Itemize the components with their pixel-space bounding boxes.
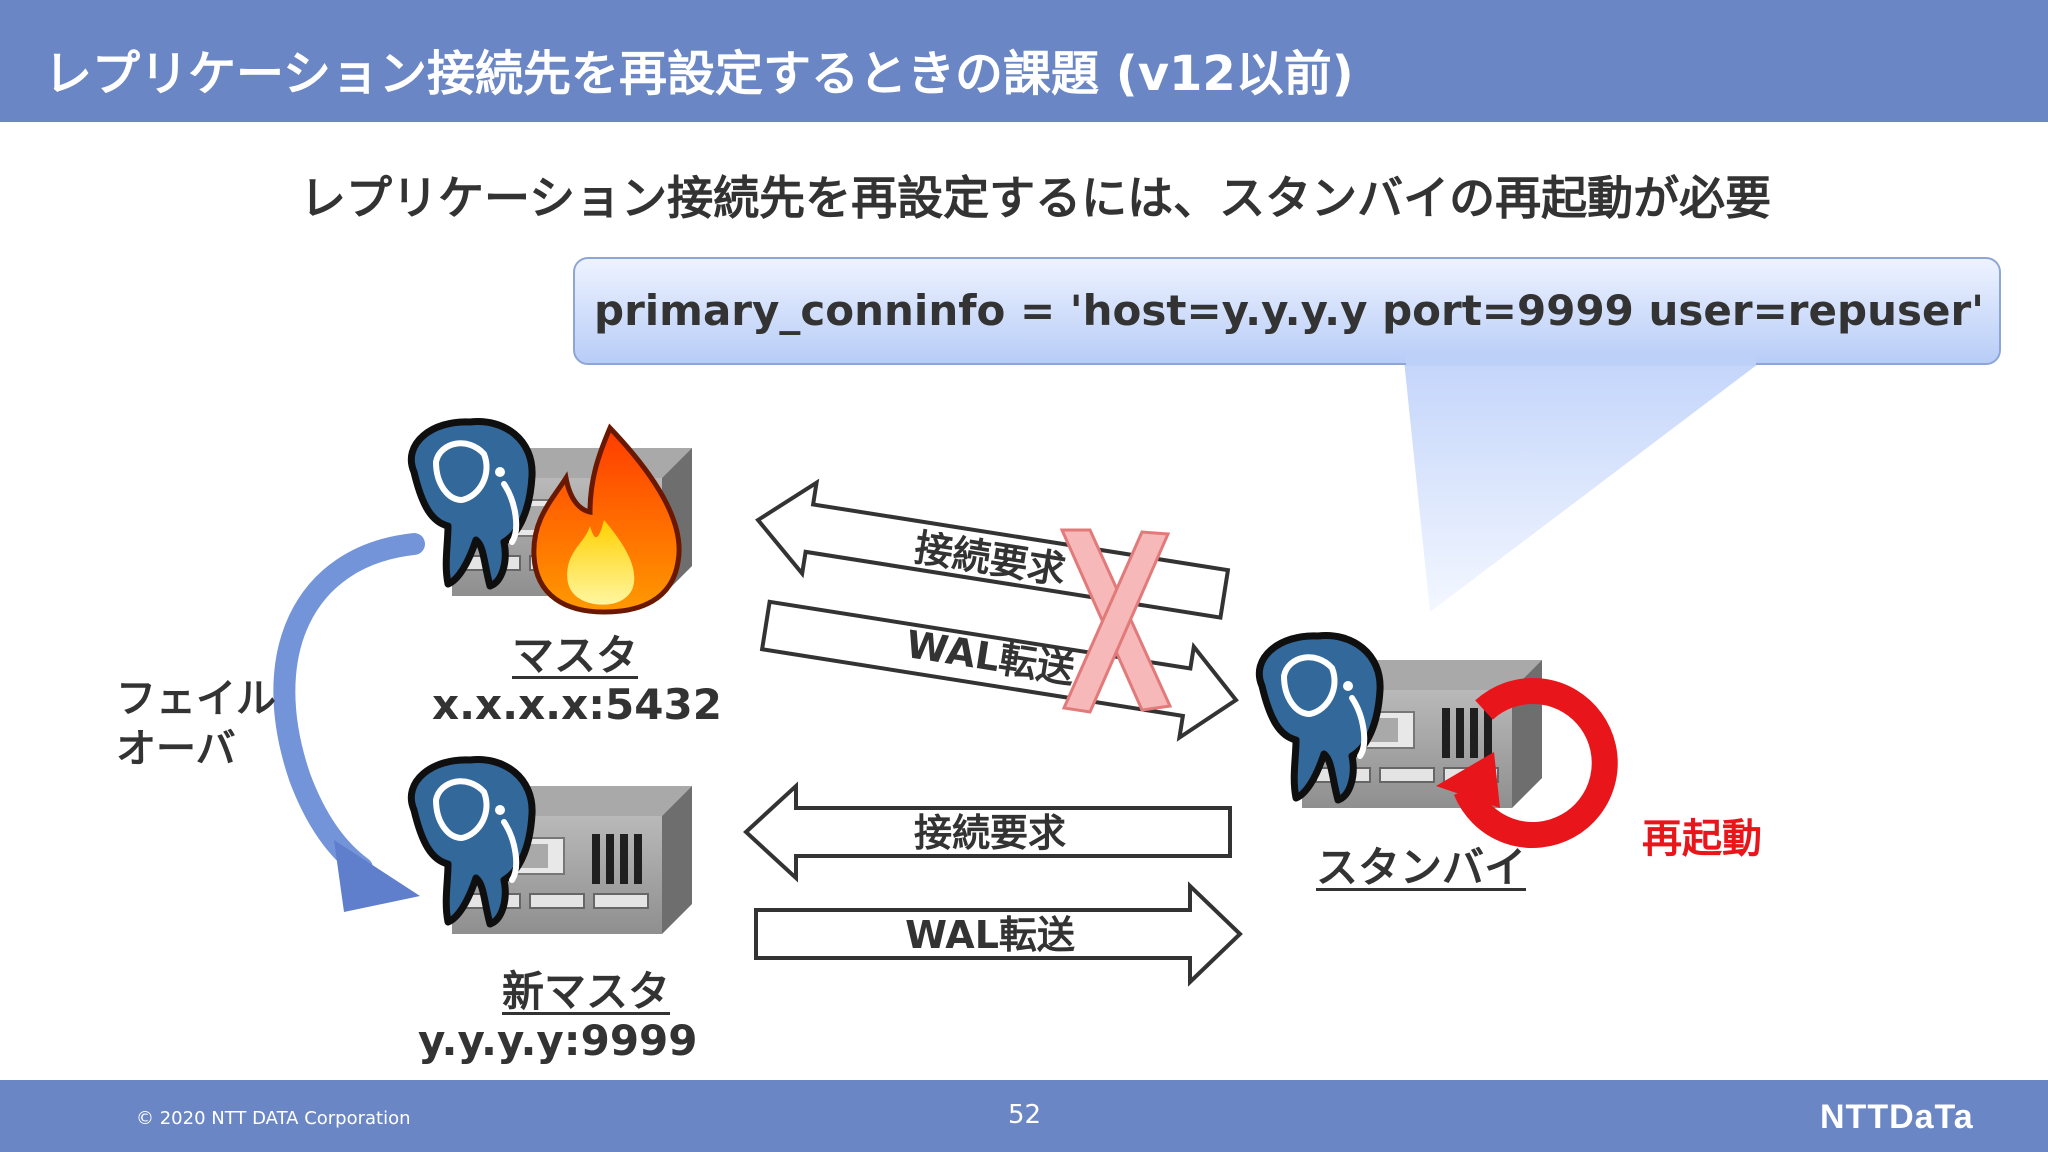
bottom-wal-label: WAL転送	[905, 913, 1075, 957]
bottom-request-arrow	[743, 781, 1232, 883]
failover-arrow	[273, 533, 425, 912]
slide-subtitle: レプリケーション接続先を再設定するには、スタンバイの再起動が必要	[300, 171, 1772, 225]
restart-arrow-icon	[1436, 678, 1618, 848]
bottom-wal-arrow	[754, 881, 1243, 987]
footer-bar	[0, 1080, 2048, 1152]
cross-mark-icon	[1059, 528, 1173, 714]
master-address: x.x.x.x:5432	[432, 680, 722, 729]
callout-bubble	[573, 257, 2001, 612]
standby-label: スタンバイ	[1316, 843, 1527, 892]
bottom-request-label: 接続要求	[914, 811, 1066, 855]
failover-label-line2: オーバ	[116, 726, 236, 772]
restart-label: 再起動	[1642, 816, 1762, 862]
failover-label-line1: フェイル	[116, 676, 276, 722]
footer-copyright: © 2020 NTT DATA Corporation	[136, 1108, 411, 1129]
ntt-data-logo: NTTDaTa	[1820, 1098, 1974, 1136]
page-number: 52	[1008, 1100, 1042, 1130]
top-wal-arrow	[759, 599, 1239, 742]
callout-conninfo: primary_conninfo = 'host=y.y.y.y port=99…	[594, 286, 1985, 335]
header-bar	[0, 0, 2048, 122]
new-master-label: 新マスタ	[502, 967, 671, 1016]
slide-title: レプリケーション接続先を再設定するときの課題 (v12以前)	[44, 46, 1354, 102]
new-master-address: y.y.y.y:9999	[418, 1016, 698, 1065]
master-label: マスタ	[512, 631, 639, 680]
fire-icon	[531, 423, 682, 615]
